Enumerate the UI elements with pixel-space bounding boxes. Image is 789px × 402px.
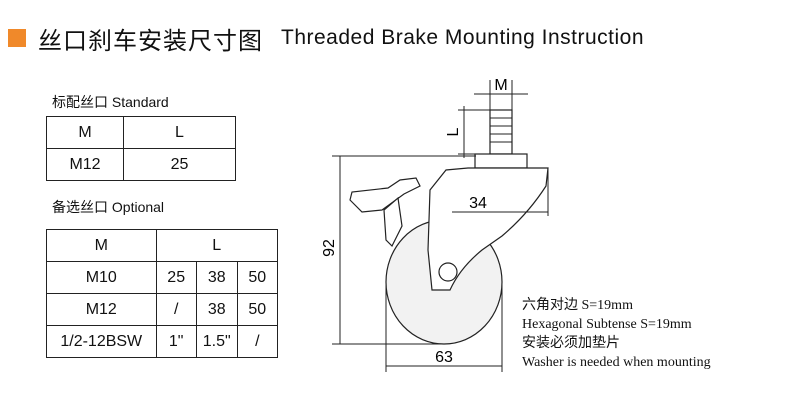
cell-length: 50 xyxy=(236,261,279,294)
label-l: L xyxy=(445,127,462,136)
standard-caption: 标配丝口 Standard xyxy=(52,94,169,110)
cell-length: 50 xyxy=(236,293,279,326)
table-header-row: M L xyxy=(46,229,278,262)
header-cell-m: M xyxy=(46,116,124,149)
header-cell-l: L xyxy=(123,116,236,149)
cell-length: 1.5" xyxy=(195,325,238,358)
cell-length: / xyxy=(236,325,279,358)
fork-bracket xyxy=(427,167,549,291)
cell-thread: M12 xyxy=(46,148,124,181)
table-row: M10 25 38 50 xyxy=(46,261,279,294)
table-header-row: M L xyxy=(46,116,236,149)
optional-caption: 备选丝口 Optional xyxy=(52,199,165,215)
note-hex-cn: 六角对边 S=19mm xyxy=(522,298,633,313)
title-chinese: 丝口刹车安装尺寸图 xyxy=(38,26,263,55)
header-cell-m: M xyxy=(46,229,157,262)
header: 丝口刹车安装尺寸图 Threaded Brake Mounting Instru… xyxy=(8,18,644,58)
brake-lever xyxy=(349,177,421,213)
cell-length: 25 xyxy=(123,148,236,181)
cell-thread: M12 xyxy=(46,293,157,326)
cell-thread: 1/2-12BSW xyxy=(46,325,157,358)
cell-length: 38 xyxy=(195,261,238,294)
cell-thread: M10 xyxy=(46,261,157,294)
label-m: M xyxy=(494,77,507,94)
note-washer-cn: 安装必须加垫片 xyxy=(522,336,620,351)
table-row: M12 / 38 50 xyxy=(46,293,279,326)
standard-table: M L M12 25 xyxy=(46,116,236,181)
table-row: 1/2-12BSW 1" 1.5" / xyxy=(46,325,279,358)
table-row: M12 25 xyxy=(46,148,236,181)
hex-nut xyxy=(474,153,528,169)
label-63: 63 xyxy=(435,349,453,366)
note-hex-en: Hexagonal Subtense S=19mm xyxy=(522,317,692,332)
axle xyxy=(438,262,458,282)
caster-diagram: M L 34 92 63 xyxy=(321,77,549,372)
cell-length: 25 xyxy=(155,261,197,294)
orange-square-icon xyxy=(8,29,26,47)
label-34: 34 xyxy=(469,195,487,212)
header-cell-l: L xyxy=(155,229,278,262)
threaded-stem xyxy=(489,109,513,155)
label-92: 92 xyxy=(321,239,338,257)
cell-length: 1" xyxy=(155,325,197,358)
brake-pad xyxy=(383,196,403,248)
note-washer-en: Washer is needed when mounting xyxy=(522,355,711,370)
title-english: Threaded Brake Mounting Instruction xyxy=(281,26,645,49)
cell-length: / xyxy=(155,293,197,326)
cell-length: 38 xyxy=(195,293,238,326)
optional-table: M L M10 25 38 50 M12 / 38 50 1/2-12BSW 1… xyxy=(46,229,279,358)
